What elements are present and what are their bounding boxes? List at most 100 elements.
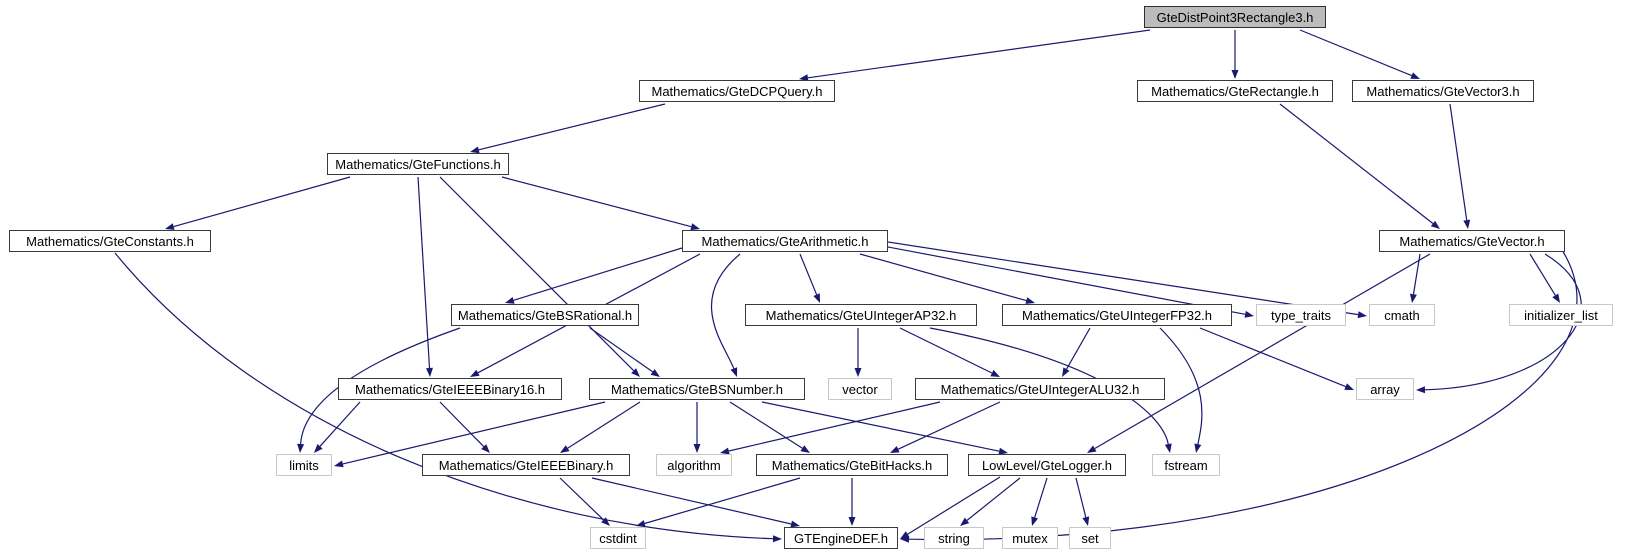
arrowhead-vec-arr	[1416, 386, 1426, 394]
graph-node-vec3[interactable]: Mathematics/GteVector3.h	[1352, 80, 1534, 102]
edge-bsn-log	[761, 401, 1000, 452]
edge-func-cnst	[173, 176, 351, 228]
arrowhead-rect-vec	[1430, 220, 1440, 229]
arrowhead-dcp-func	[470, 146, 480, 154]
graph-node-rect[interactable]: Mathematics/GteRectangle.h	[1137, 80, 1333, 102]
graph-node-ap32[interactable]: Mathematics/GteUIntegerAP32.h	[745, 304, 977, 326]
edge-func-bsn	[439, 176, 635, 372]
arrowhead-ieee-cst	[601, 517, 610, 526]
arrowhead-func-i16	[426, 367, 433, 377]
arrowhead-func-cnst	[165, 223, 175, 230]
arrowhead-ap32-vctr	[854, 368, 862, 377]
edge-vec-il	[1529, 253, 1556, 296]
arrowhead-arith-i16	[470, 369, 480, 377]
graph-node-set: set	[1069, 527, 1111, 549]
arrowhead-bh-cst	[636, 520, 646, 527]
graph-node-lim: limits	[276, 454, 332, 476]
edge-bsn-lim	[342, 401, 606, 465]
graph-node-cnst[interactable]: Mathematics/GteConstants.h	[9, 230, 211, 252]
graph-node-alg: algorithm	[656, 454, 732, 476]
arrowhead-func-bsn	[631, 368, 640, 377]
graph-node-alu[interactable]: Mathematics/GteUIntegerALU32.h	[915, 378, 1165, 400]
edge-i16-lim	[319, 401, 361, 447]
arrowhead-bsn-ieee	[560, 445, 570, 453]
edge-arith-tt	[887, 246, 1246, 315]
arrowhead-arith-bsn	[730, 367, 738, 377]
arrowhead-fp32-fs	[1194, 443, 1202, 453]
edge-dist-dcp	[807, 29, 1151, 79]
edge-log-mtx	[1034, 477, 1048, 518]
edge-bsn-ieee	[567, 401, 641, 449]
edge-arith-ap32	[799, 253, 818, 295]
graph-node-bsn[interactable]: Mathematics/GteBSNumber.h	[589, 378, 805, 400]
edge-fp32-arr	[1199, 327, 1346, 388]
edge-arith-bsn	[710, 253, 741, 369]
graph-node-bsr[interactable]: Mathematics/GteBSRational.h	[451, 304, 639, 326]
arrowhead-bsr-bsn	[650, 369, 660, 377]
arrowhead-vec3-vec	[1463, 219, 1471, 229]
arrowhead-fp32-alu	[1062, 367, 1070, 377]
graph-node-il: initializer_list	[1509, 304, 1613, 326]
graph-node-dcp[interactable]: Mathematics/GteDCPQuery.h	[639, 80, 835, 102]
graph-node-arith[interactable]: Mathematics/GteArithmetic.h	[682, 230, 888, 252]
graph-node-cst: cstdint	[590, 527, 646, 549]
arrowhead-arith-ap32	[813, 293, 820, 303]
arrowhead-dist-rect	[1231, 70, 1239, 79]
graph-node-fs: fstream	[1152, 454, 1220, 476]
arrowhead-vec-cmath	[1410, 293, 1417, 303]
graph-node-gte[interactable]: GTEngineDEF.h	[784, 527, 898, 549]
edge-bsn-bh	[729, 401, 803, 449]
edge-cnst-gte	[114, 252, 774, 540]
graph-node-str: string	[924, 527, 984, 549]
edge-bh-cst	[644, 477, 801, 525]
graph-node-mtx: mutex	[1002, 527, 1058, 549]
edge-log-str	[966, 477, 1021, 521]
graph-node-arr: array	[1356, 378, 1414, 400]
edge-vec3-vec	[1449, 103, 1468, 221]
arrowhead-bsn-lim	[334, 460, 344, 468]
arrowhead-ieee-gte	[790, 520, 800, 528]
arrowhead-alu-alg	[720, 447, 730, 455]
graph-node-func[interactable]: Mathematics/GteFunctions.h	[327, 153, 509, 175]
edge-ap32-alu	[899, 327, 993, 374]
edge-dist-vec3	[1299, 29, 1412, 77]
edge-vec-log	[1094, 253, 1431, 450]
arrowhead-bsn-alg	[693, 444, 701, 453]
edge-alu-bh	[897, 401, 1001, 450]
arrowhead-bsn-log	[998, 447, 1008, 455]
edge-func-arith	[501, 176, 692, 228]
arrowhead-arith-fp32	[1025, 297, 1035, 304]
graph-node-ieee[interactable]: Mathematics/GteIEEEBinary.h	[422, 454, 630, 476]
arrowhead-i16-lim	[314, 444, 323, 453]
arrowhead-vec-log	[1087, 445, 1097, 453]
edge-arith-bsr	[513, 247, 683, 301]
edge-ieee-gte	[591, 477, 792, 525]
edge-log-set	[1075, 477, 1087, 518]
graph-node-dist: GteDistPoint3Rectangle3.h	[1144, 6, 1326, 28]
arrowhead-alu-bh	[890, 446, 900, 453]
graph-node-bh[interactable]: Mathematics/GteBitHacks.h	[756, 454, 948, 476]
edge-func-i16	[417, 176, 431, 369]
graph-node-vec[interactable]: Mathematics/GteVector.h	[1379, 230, 1565, 252]
arrowhead-log-mtx	[1031, 516, 1038, 526]
edge-bsr-bsn	[589, 327, 653, 373]
graph-node-fp32[interactable]: Mathematics/GteUIntegerFP32.h	[1002, 304, 1232, 326]
arrowhead-dist-vec3	[1410, 72, 1420, 79]
graph-node-tt: type_traits	[1256, 304, 1346, 326]
arrowhead-dist-dcp	[799, 74, 809, 82]
arrowhead-arith-cmath	[1357, 311, 1367, 319]
edge-arith-fp32	[859, 253, 1027, 302]
arrowhead-arith-bsr	[505, 297, 515, 304]
graph-node-log[interactable]: LowLevel/GteLogger.h	[968, 454, 1126, 476]
edge-bsr-lim	[300, 327, 461, 445]
arrowhead-log-str	[960, 517, 970, 526]
graph-node-i16[interactable]: Mathematics/GteIEEEBinary16.h	[338, 378, 562, 400]
arrowhead-i16-ieee	[481, 444, 490, 453]
arrowhead-vec-il	[1552, 293, 1560, 303]
edge-dcp-func	[478, 103, 666, 151]
arrowhead-func-arith	[690, 223, 700, 231]
arrowhead-arith-tt	[1244, 310, 1254, 318]
edge-arith-cmath	[887, 241, 1359, 316]
